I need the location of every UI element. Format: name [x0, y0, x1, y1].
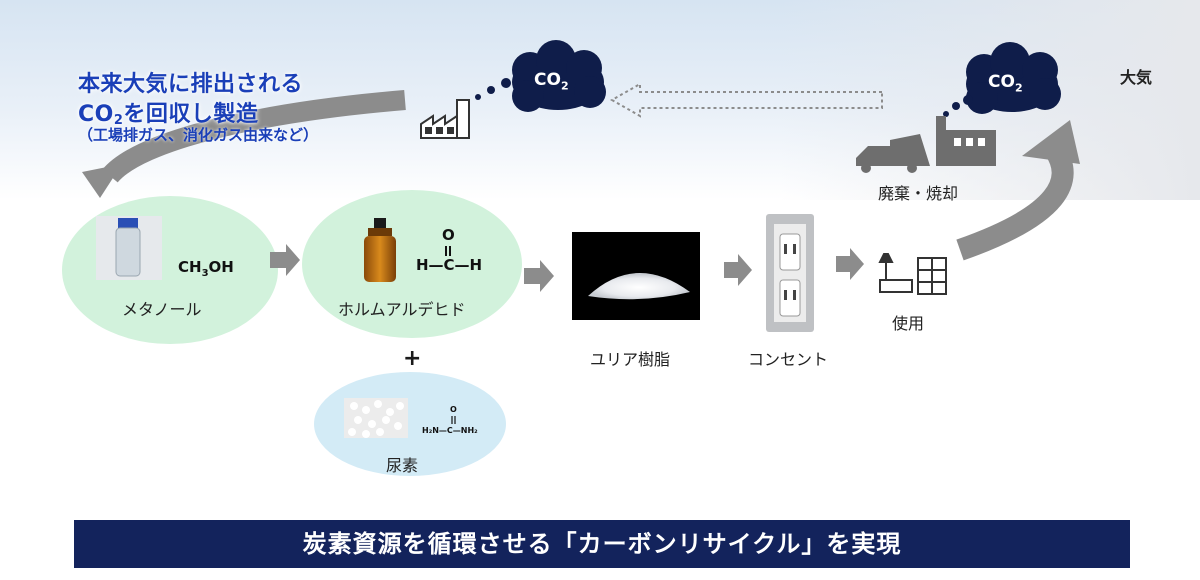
arrow-4	[836, 248, 864, 280]
intro-line-1: 本来大気に排出される	[78, 72, 304, 97]
formaldehyde-node	[302, 190, 522, 338]
garbage-truck-icon	[856, 134, 930, 173]
formaldehyde-structure	[445, 246, 451, 256]
smoke-dots	[475, 78, 511, 100]
smoke-dots-right	[943, 95, 973, 117]
methanol-label: メタノール	[122, 300, 202, 319]
disposal-arrowhead	[1022, 120, 1080, 164]
atmosphere-label: 大気	[1119, 68, 1152, 87]
co2-label-right: CO2	[988, 72, 1023, 95]
plus-sign: +	[403, 346, 422, 371]
methanol-formula: CH3OH	[178, 258, 234, 279]
arrow-3	[724, 254, 752, 286]
arrow-2	[524, 260, 554, 292]
urea-granules	[348, 400, 404, 438]
urea-oxygen: O	[450, 405, 457, 414]
use-label: 使用	[892, 314, 925, 333]
formaldehyde-bonds: H—C—H	[416, 256, 483, 274]
intro-line-3: （工場排ガス、消化ガス由来など）	[78, 126, 319, 144]
outlet-label: コンセント	[748, 350, 829, 369]
urea-label: 尿素	[386, 456, 419, 475]
urea-resin-label: ユリア樹脂	[590, 350, 671, 369]
formaldehyde-oxygen: O	[442, 226, 455, 244]
co2-cloud-right	[966, 42, 1061, 114]
disposal-label: 廃棄・焼却	[878, 184, 959, 203]
urea-structure	[451, 416, 456, 424]
summary-banner: 炭素資源を循環させる「カーボンリサイクル」を実現	[74, 520, 1130, 568]
intro-line-2: CO2を回収し製造	[78, 102, 259, 128]
furniture-icon	[878, 253, 947, 295]
recovery-arrow	[102, 90, 406, 183]
recovery-arrowhead	[82, 164, 122, 198]
methanol-node	[62, 196, 278, 344]
flow-arrows	[270, 244, 864, 292]
incinerator-icon	[936, 116, 996, 166]
methanol-bottle-image	[96, 216, 162, 280]
co2-label-left: CO2	[534, 70, 569, 93]
outlet-image	[766, 214, 814, 332]
co2-cloud-left	[512, 40, 606, 112]
formaldehyde-bottle-image	[364, 218, 396, 282]
dotted-return-arrow	[609, 82, 883, 118]
factory-icon	[420, 99, 470, 139]
arrow-1	[270, 244, 300, 276]
formaldehyde-label: ホルムアルデヒド	[338, 300, 466, 319]
urea-formula: H₂N—C—NH₂	[422, 426, 478, 435]
